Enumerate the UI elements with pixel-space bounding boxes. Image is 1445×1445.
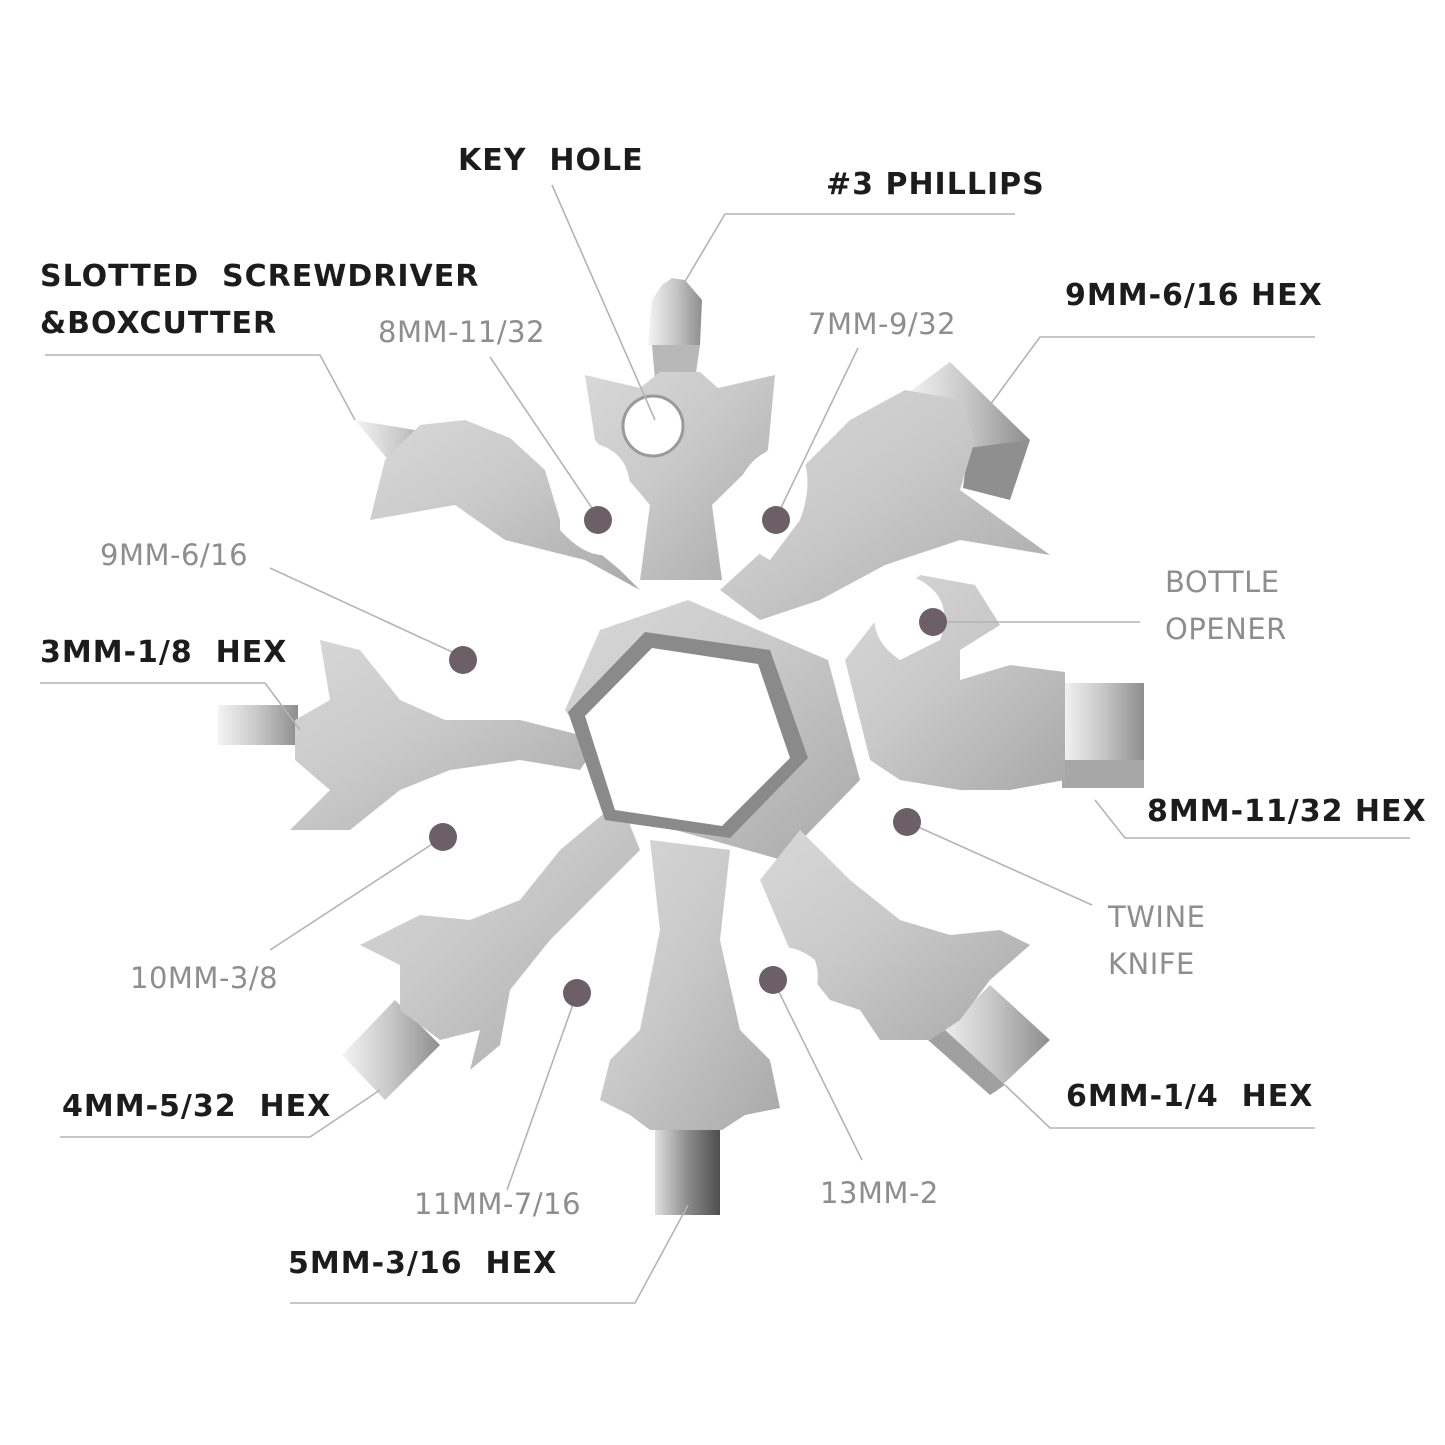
hexagon-wrench-icon	[568, 632, 808, 838]
label-twine: TWINE	[1107, 900, 1205, 934]
label-wrench-7mm: 7MM-9/32	[808, 307, 956, 341]
label-slotted-screwdriver: SLOTTED SCREWDRIVER	[40, 259, 479, 294]
dot-marker-icon	[563, 979, 591, 1007]
hex-bit-4mm-icon	[342, 1000, 440, 1100]
label-boxcutter: &BOXCUTTER	[40, 306, 277, 341]
key-hole-icon	[621, 394, 685, 458]
dot-marker-icon	[584, 506, 612, 534]
label-wrench-11mm: 11MM-7/16	[414, 1187, 581, 1221]
dot-marker-icon	[759, 966, 787, 994]
label-hex-5mm: 5MM-3/16 HEX	[288, 1246, 557, 1281]
label-hex-8mm: 8MM-11/32 HEX	[1147, 794, 1427, 829]
marker-dots	[429, 506, 947, 1007]
label-knife: KNIFE	[1108, 947, 1195, 981]
label-hex-9mm: 9MM-6/16 HEX	[1065, 278, 1323, 313]
label-bottle: BOTTLE	[1165, 565, 1280, 599]
dot-marker-icon	[919, 608, 947, 636]
snowflake-multitool-icon	[218, 278, 1144, 1215]
label-wrench-10mm: 10MM-3/8	[130, 961, 278, 995]
label-wrench-8mm: 8MM-11/32	[378, 315, 545, 349]
label-phillips: #3 PHILLIPS	[826, 167, 1045, 202]
labels: KEY HOLE #3 PHILLIPS SLOTTED SCREWDRIVER…	[40, 143, 1427, 1281]
leader-lines	[40, 184, 1410, 1304]
label-opener: OPENER	[1165, 612, 1287, 646]
label-hex-6mm: 6MM-1/4 HEX	[1066, 1079, 1313, 1114]
label-key-hole: KEY HOLE	[458, 143, 644, 178]
label-wrench-13mm: 13MM-2	[820, 1176, 939, 1210]
hex-bit-8mm-icon	[1062, 683, 1144, 788]
label-wrench-9mm: 9MM-6/16	[100, 538, 248, 572]
dot-marker-icon	[893, 808, 921, 836]
hex-bit-3mm-icon	[218, 705, 298, 745]
dot-marker-icon	[449, 646, 477, 674]
dot-marker-icon	[762, 506, 790, 534]
label-hex-4mm: 4MM-5/32 HEX	[62, 1089, 331, 1124]
label-hex-3mm: 3MM-1/8 HEX	[40, 635, 287, 670]
dot-marker-icon	[429, 823, 457, 851]
hex-bit-5mm-icon	[655, 1120, 720, 1215]
phillips-bit-icon	[648, 278, 702, 380]
